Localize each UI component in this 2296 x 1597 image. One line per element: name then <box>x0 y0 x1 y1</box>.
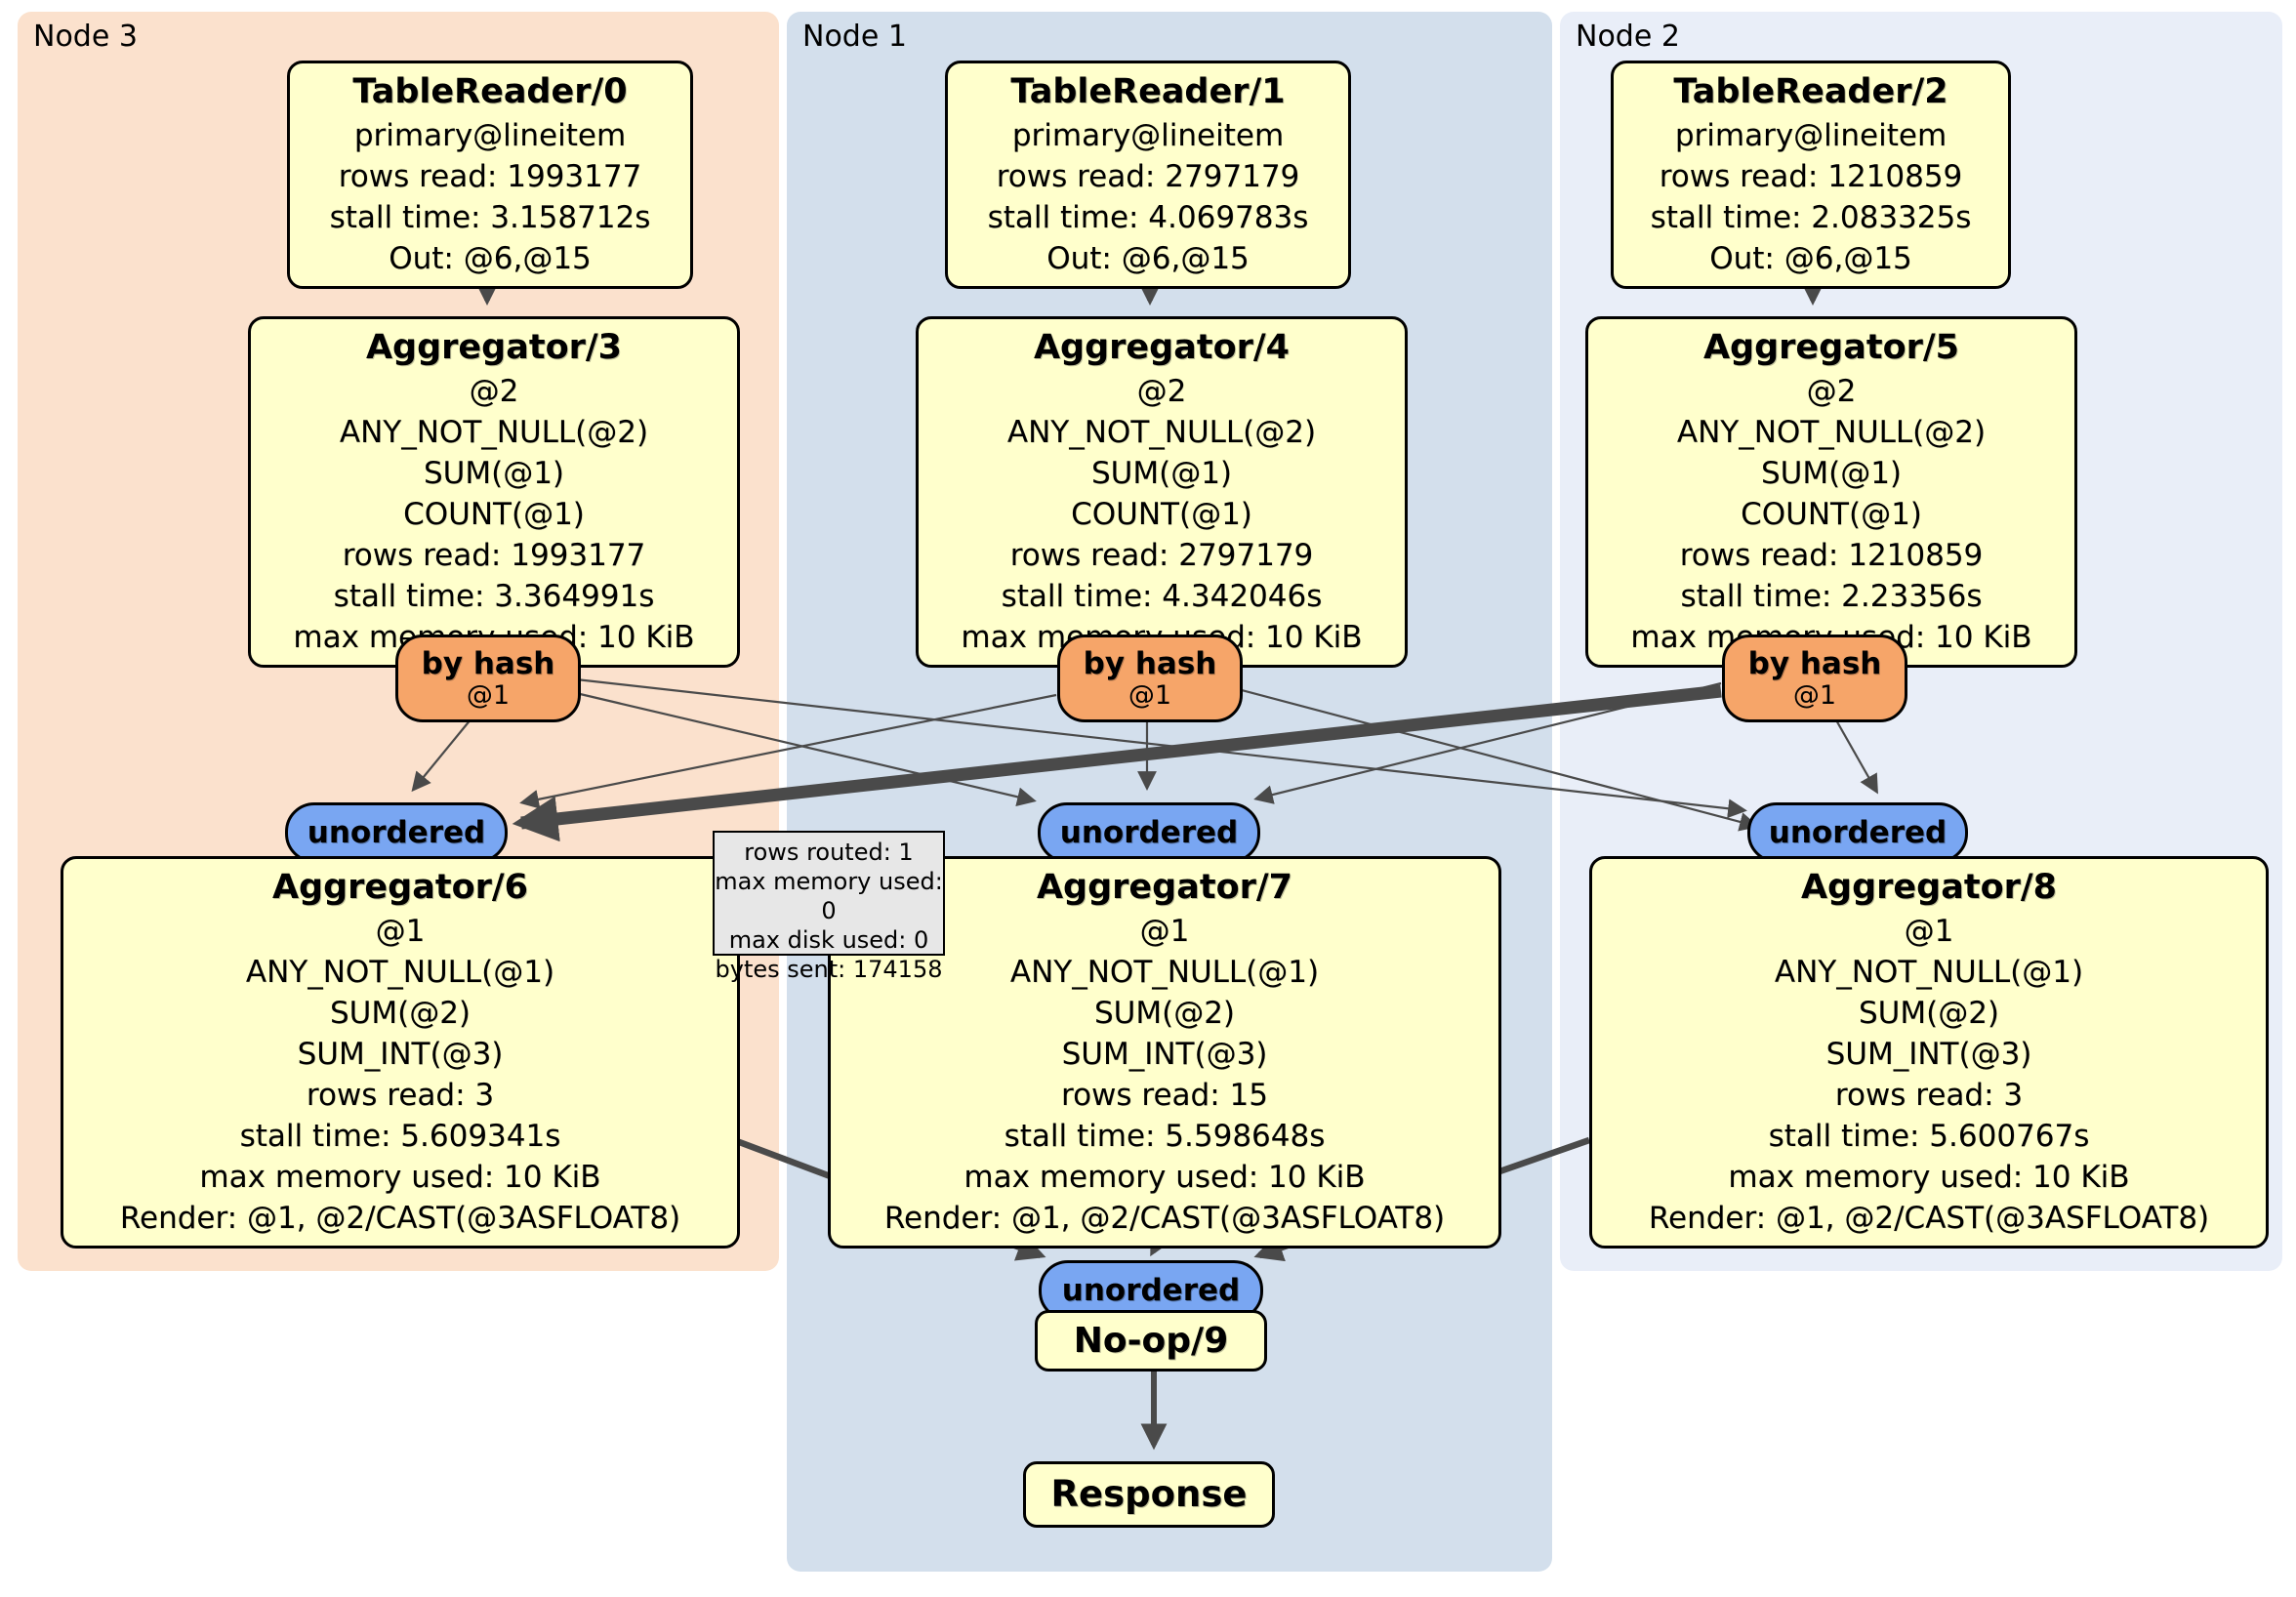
processor-line: SUM(@2) <box>1093 996 1236 1031</box>
processor-line: stall time: 5.600767s <box>1768 1119 2090 1154</box>
processor-line: max memory used: 10 KiB <box>1728 1160 2130 1195</box>
processor-line: rows read: 1993177 <box>338 159 642 194</box>
processor-line: SUM(@2) <box>1858 996 2000 1031</box>
stream-stats-tooltip: rows routed: 1 max memory used: 0 max di… <box>713 831 945 983</box>
processor-title: Aggregator/4 <box>1033 328 1291 367</box>
processor-tablereader-2[interactable]: TableReader/2 primary@lineitem rows read… <box>1611 61 2011 289</box>
processor-line: primary@lineitem <box>353 118 627 153</box>
panel-label-node-2: Node 2 <box>1576 20 1680 54</box>
processor-line: Render: @1, @2/CAST(@3ASFLOAT8) <box>119 1201 681 1236</box>
processor-line: rows read: 1210859 <box>1659 159 1963 194</box>
processor-line: @2 <box>1806 374 1857 409</box>
processor-aggregator-5[interactable]: Aggregator/5 @2 ANY_NOT_NULL(@2) SUM(@1)… <box>1585 316 2077 668</box>
processor-line: primary@lineitem <box>1674 118 1948 153</box>
processor-line: COUNT(@1) <box>1071 497 1252 532</box>
processor-title: Aggregator/7 <box>1036 868 1293 907</box>
processor-tablereader-0[interactable]: TableReader/0 primary@lineitem rows read… <box>287 61 693 289</box>
processor-line: stall time: 2.23356s <box>1680 579 1983 614</box>
edge-router1-sync3 <box>519 693 1057 809</box>
router-by-hash-node1[interactable]: by hash @1 <box>1057 635 1243 722</box>
edge-router3-sync2 <box>575 677 1747 819</box>
tooltip-line: max disk used: 0 <box>728 926 929 954</box>
processor-line: stall time: 5.598648s <box>1004 1119 1326 1154</box>
processor-line: ANY_NOT_NULL(@1) <box>1009 955 1320 990</box>
processor-tablereader-1[interactable]: TableReader/1 primary@lineitem rows read… <box>945 61 1351 289</box>
processor-title: TableReader/0 <box>352 72 628 111</box>
processor-aggregator-3[interactable]: Aggregator/3 @2 ANY_NOT_NULL(@2) SUM(@1)… <box>248 316 740 668</box>
processor-line: Render: @1, @2/CAST(@3ASFLOAT8) <box>883 1201 1446 1236</box>
processor-line: Out: @6,@15 <box>1046 241 1250 276</box>
processor-line: ANY_NOT_NULL(@2) <box>339 415 649 450</box>
processor-aggregator-6[interactable]: Aggregator/6 @1 ANY_NOT_NULL(@1) SUM(@2)… <box>61 856 740 1249</box>
processor-line: Out: @6,@15 <box>389 241 592 276</box>
processor-line: rows read: 2797179 <box>1009 538 1314 573</box>
processor-line: @1 <box>1904 914 1954 949</box>
processor-title: TableReader/1 <box>1010 72 1286 111</box>
router-label: by hash <box>1747 646 1882 681</box>
processor-line: SUM(@1) <box>1760 456 1903 491</box>
panel-label-node-1: Node 1 <box>802 20 907 54</box>
processor-line: Out: @6,@15 <box>1709 241 1912 276</box>
processor-line: max memory used: 10 KiB <box>199 1160 601 1195</box>
processor-line: ANY_NOT_NULL(@1) <box>1774 955 2084 990</box>
router-detail: @1 <box>1128 680 1172 711</box>
processor-line: @1 <box>1139 914 1190 949</box>
processor-line: rows read: 3 <box>1834 1078 2024 1113</box>
processor-line: rows read: 3 <box>306 1078 495 1113</box>
processor-line: stall time: 3.158712s <box>329 200 651 235</box>
router-by-hash-node2[interactable]: by hash @1 <box>1722 635 1907 722</box>
processor-title: Aggregator/3 <box>365 328 623 367</box>
processor-line: rows read: 2797179 <box>996 159 1300 194</box>
processor-line: SUM_INT(@3) <box>297 1037 504 1072</box>
edge-router2-sync2 <box>1834 717 1878 795</box>
processor-aggregator-8[interactable]: Aggregator/8 @1 ANY_NOT_NULL(@1) SUM(@2)… <box>1589 856 2269 1249</box>
router-by-hash-node3[interactable]: by hash @1 <box>395 635 581 722</box>
sync-unordered-node3[interactable]: unordered <box>285 802 508 863</box>
tooltip-line: rows routed: 1 <box>744 839 914 866</box>
router-detail: @1 <box>1792 680 1837 711</box>
processor-line: rows read: 1210859 <box>1679 538 1984 573</box>
processor-aggregator-4[interactable]: Aggregator/4 @2 ANY_NOT_NULL(@2) SUM(@1)… <box>916 316 1408 668</box>
tooltip-line: bytes sent: 174158 <box>715 956 943 983</box>
processor-line: ANY_NOT_NULL(@2) <box>1676 415 1987 450</box>
processor-line: stall time: 4.342046s <box>1001 579 1323 614</box>
processor-line: SUM_INT(@3) <box>1061 1037 1268 1072</box>
processor-title: TableReader/2 <box>1673 72 1948 111</box>
processor-line: ANY_NOT_NULL(@1) <box>245 955 555 990</box>
processor-line: SUM_INT(@3) <box>1825 1037 2032 1072</box>
router-label: by hash <box>1083 646 1217 681</box>
edge-router1-sync2 <box>1237 687 1759 832</box>
processor-noop-9[interactable]: No-op/9 <box>1035 1310 1267 1372</box>
processor-line: SUM(@1) <box>423 456 565 491</box>
processor-line: stall time: 4.069783s <box>987 200 1309 235</box>
router-label: by hash <box>421 646 555 681</box>
processor-line: rows read: 15 <box>1061 1078 1268 1113</box>
panel-label-node-3: Node 3 <box>33 20 138 54</box>
processor-title: Aggregator/8 <box>1800 868 2058 907</box>
sync-unordered-node1[interactable]: unordered <box>1038 802 1260 863</box>
processor-line: Render: @1, @2/CAST(@3ASFLOAT8) <box>1648 1201 2210 1236</box>
processor-line: COUNT(@1) <box>1741 497 1922 532</box>
processor-line: stall time: 2.083325s <box>1650 200 1972 235</box>
processor-line: @1 <box>375 914 426 949</box>
processor-line: COUNT(@1) <box>403 497 585 532</box>
processor-line: SUM(@1) <box>1090 456 1233 491</box>
processor-line: @2 <box>469 374 519 409</box>
processor-line: rows read: 1993177 <box>342 538 646 573</box>
edge-router2-sync3-highlighted[interactable] <box>512 684 1722 842</box>
processor-response[interactable]: Response <box>1023 1461 1275 1528</box>
tooltip-line: max memory used: 0 <box>715 868 943 924</box>
processor-line: stall time: 5.609341s <box>239 1119 561 1154</box>
router-detail: @1 <box>466 680 511 711</box>
sync-unordered-node2[interactable]: unordered <box>1747 802 1968 863</box>
processor-line: max memory used: 10 KiB <box>964 1160 1366 1195</box>
processor-line: SUM(@2) <box>329 996 472 1031</box>
processor-line: ANY_NOT_NULL(@2) <box>1006 415 1317 450</box>
edge-router3-sync3 <box>411 717 472 793</box>
processor-title: Aggregator/5 <box>1702 328 1960 367</box>
processor-line: stall time: 3.364991s <box>333 579 655 614</box>
processor-line: @2 <box>1136 374 1187 409</box>
processor-title: Aggregator/6 <box>271 868 529 907</box>
processor-line: primary@lineitem <box>1011 118 1285 153</box>
